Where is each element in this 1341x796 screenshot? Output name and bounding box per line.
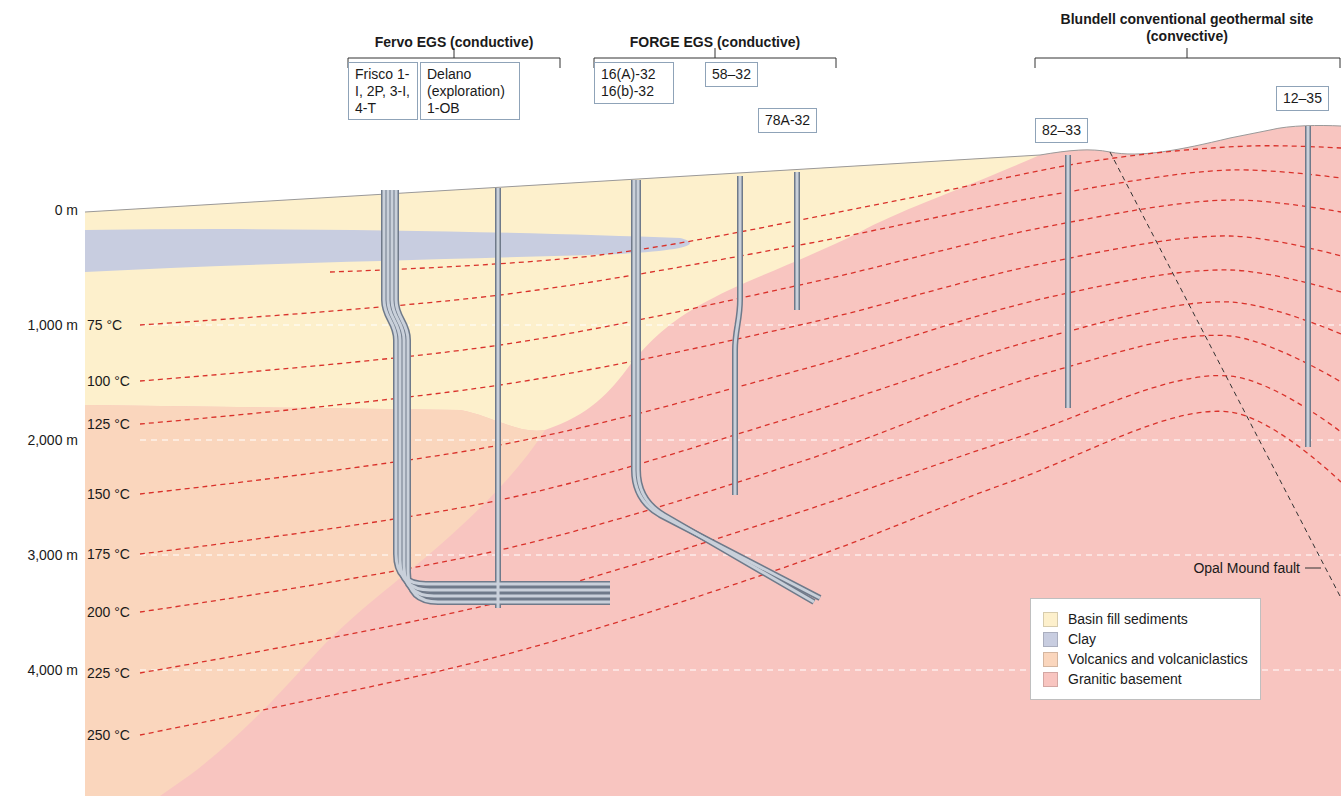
depth-label: 2,000 m [27,432,78,449]
well-label-box: 78A-32 [758,108,817,133]
well-label-box: 82–33 [1035,118,1088,143]
legend-text: Volcanics and volcaniclastics [1068,651,1248,667]
legend-row: Clay [1043,631,1248,647]
isotherm [140,411,1341,735]
group-heading: Fervo EGS (conductive) [334,34,574,51]
well-casing [495,188,501,608]
well-name: 12–35 [1283,90,1322,107]
basin-fill-region [85,155,1040,431]
well-bore [796,172,799,310]
temperature-label: 75 °C [87,317,122,334]
well-bore [392,190,610,596]
well-bore [638,180,814,602]
leader-line [1305,568,1321,569]
isotherm [140,335,1341,612]
legend-swatch [1043,612,1058,627]
well-bore [1067,155,1070,408]
well-bore [634,180,820,598]
legend-text: Clay [1068,631,1096,647]
grid-line [140,439,1341,440]
well-label-box: 12–35 [1276,86,1329,111]
well-casing [634,180,820,598]
temperature-label: 150 °C [87,486,130,503]
temperature-label: 100 °C [87,373,130,390]
group-heading: Blundell conventional geothermal site (c… [1057,11,1317,45]
well-label-box: Delano (exploration) 1-OB [420,62,520,120]
well-casing [794,172,800,310]
well-casing [1305,126,1311,447]
isotherm [330,146,1341,272]
well-casing [396,190,610,602]
well-label-box: Frisco 1-I, 2P, 3-I, 4-T [348,62,418,120]
legend-text: Basin fill sediments [1068,611,1188,627]
well-label-box: 58–32 [705,62,758,87]
temperature-label: 125 °C [87,416,130,433]
well-casing [638,180,814,602]
well-name: Frisco 1-I, 2P, 3-I, 4-T [355,66,411,116]
legend-row: Basin fill sediments [1043,611,1248,627]
temperature-label: 250 °C [87,727,130,744]
bracket [1035,48,1340,68]
legend-row: Granitic basement [1043,671,1248,687]
wells [384,126,1308,608]
well-name: Delano (exploration) 1-OB [427,66,513,116]
legend-swatch [1043,632,1058,647]
well-bore [735,176,740,495]
temperature-label: 175 °C [87,546,130,563]
isotherm [140,302,1341,554]
well-bore [497,188,500,608]
well-label-box: 16(A)-32 16(b)-32 [594,62,674,104]
temperature-label: 200 °C [87,604,130,621]
legend-swatch [1043,672,1058,687]
well-name: 16(A)-32 16(b)-32 [601,66,667,100]
depth-label: 4,000 m [27,662,78,679]
well-casing [1065,155,1071,408]
isotherms [140,146,1341,735]
legend-row: Volcanics and volcaniclastics [1043,651,1248,667]
depth-label: 0 m [55,202,78,219]
well-bore [396,190,610,602]
well-bore [1307,126,1310,447]
temperature-label: 225 °C [87,665,130,682]
well-casing [735,176,740,495]
granite-region [85,125,1341,796]
depth-grid [140,325,1341,670]
depth-label: 3,000 m [27,547,78,564]
legend-swatch [1043,652,1058,667]
legend: Basin fill sedimentsClayVolcanics and vo… [1030,598,1261,700]
ground-surface [85,125,1341,212]
well-name: 58–32 [712,66,751,83]
fault-label: Opal Mound fault [1191,560,1302,577]
depth-label: 1,000 m [27,317,78,334]
well-name: 78A-32 [765,112,810,129]
legend-text: Granitic basement [1068,671,1182,687]
well-name: 82–33 [1042,122,1081,139]
group-heading: FORGE EGS (conductive) [595,34,835,51]
